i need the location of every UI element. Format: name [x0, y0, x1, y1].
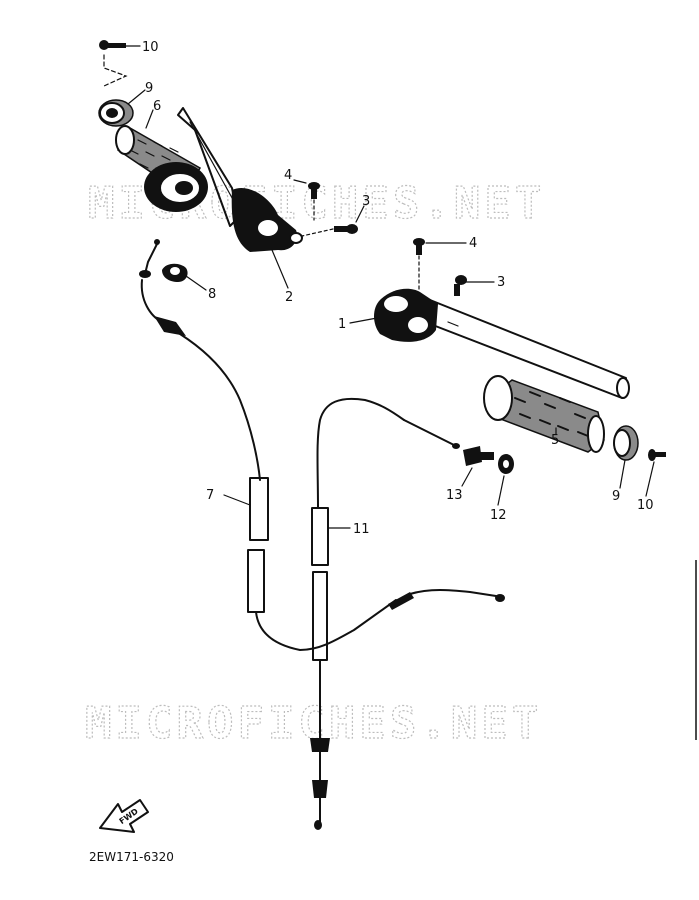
part-10-lower-screw	[648, 449, 666, 461]
part-3-lower-bolt	[454, 275, 467, 296]
part-4-upper-bolt	[308, 182, 320, 199]
part-5-right-grip	[483, 375, 605, 453]
callout-11: 11	[353, 522, 370, 537]
callout-9-upper: 9	[145, 81, 153, 96]
fwd-arrow-icon: FWD	[99, 799, 149, 833]
part-1-right-handlebar	[374, 288, 630, 399]
part-13-adjuster	[463, 446, 494, 466]
part-10-upper-screw	[99, 40, 126, 50]
assembly-line-3	[301, 228, 334, 237]
callout-6: 6	[153, 99, 161, 114]
catalog-code: 2EW171-6320	[89, 850, 174, 864]
callout-3-lower: 3	[497, 275, 505, 290]
part-3-upper-bolt	[334, 224, 358, 234]
part-2-left-handlebar	[177, 107, 303, 252]
part-9-upper-grip-end	[98, 99, 134, 127]
part-6-throttle-grip	[115, 125, 208, 212]
callout-5: 5	[551, 433, 559, 448]
callout-labels: 10 9 6 4 3 2 8 4 3 1 5 9 10 7 11 12 13	[142, 40, 654, 537]
cable-7-end	[388, 589, 505, 610]
callout-10-upper: 10	[142, 40, 159, 55]
callout-10-lower: 10	[637, 498, 654, 513]
part-9-lower-grip-end	[613, 425, 639, 461]
callout-4-upper: 4	[284, 168, 292, 183]
callout-8: 8	[208, 287, 216, 302]
part-4-lower-bolt	[413, 238, 425, 255]
callout-1: 1	[338, 317, 346, 332]
assembly-line-10-9	[103, 54, 128, 87]
callout-9-lower: 9	[612, 489, 620, 504]
callout-4-lower: 4	[469, 236, 477, 251]
callout-3-upper: 3	[362, 194, 370, 209]
part-7-throttle-cable	[139, 239, 397, 651]
callout-12: 12	[490, 508, 507, 523]
part-8-cable-guide	[162, 263, 188, 282]
part-12-locknut	[498, 454, 514, 474]
leader-lines	[121, 45, 655, 529]
callout-13: 13	[446, 488, 463, 503]
part-11-throttle-cable	[310, 397, 460, 830]
callout-2: 2	[285, 290, 293, 305]
callout-7: 7	[206, 488, 214, 503]
